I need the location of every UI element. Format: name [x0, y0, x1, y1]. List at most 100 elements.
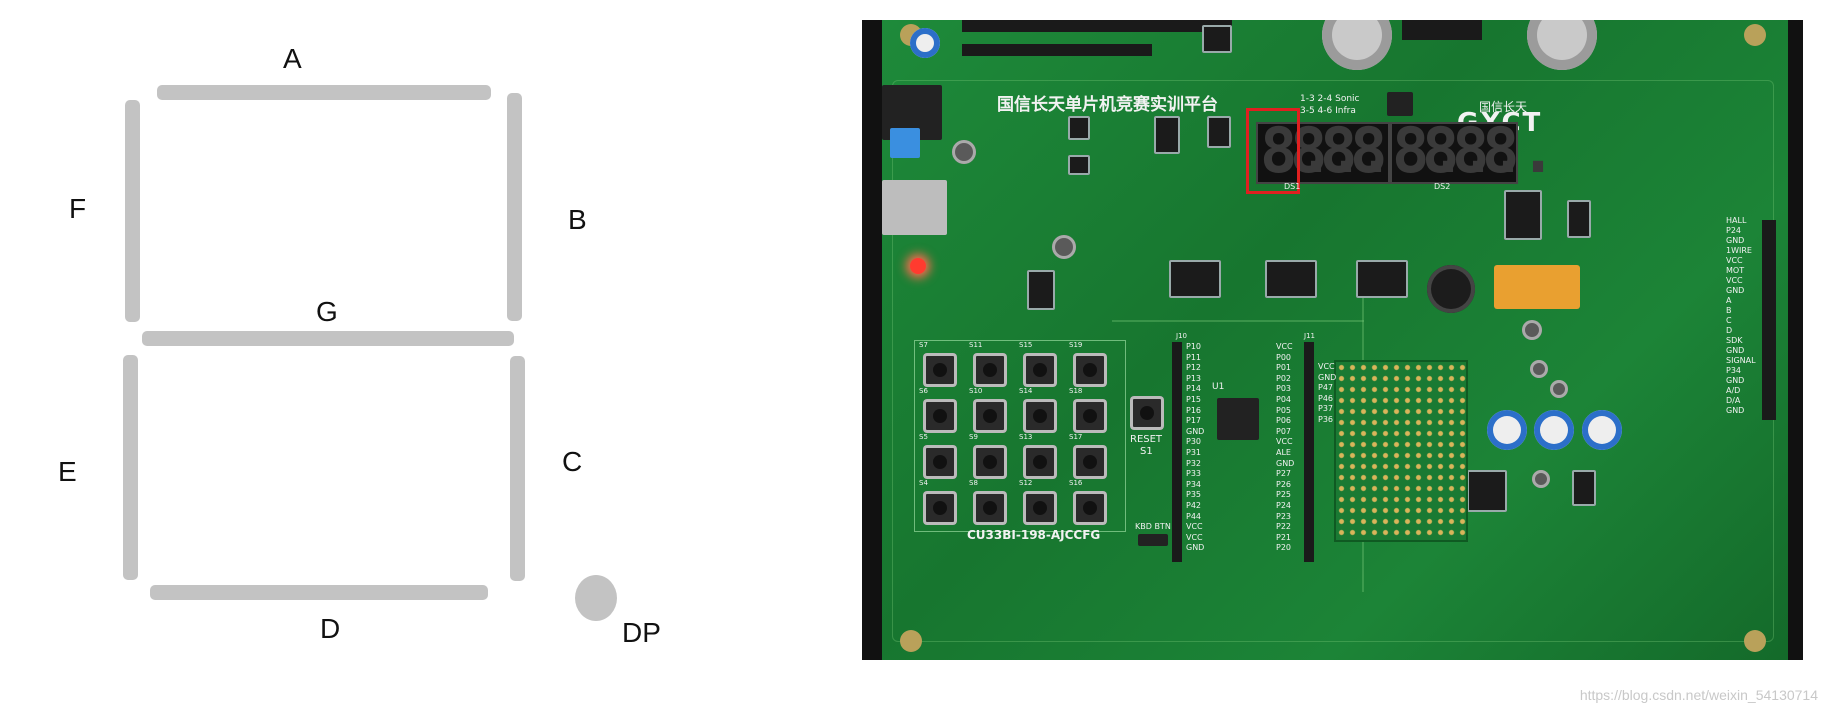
ic-chip [1207, 116, 1231, 148]
potentiometer [1534, 410, 1574, 450]
trace [1112, 320, 1364, 322]
ultrasonic-sensor-right [1527, 20, 1597, 70]
pin-label: GND [1186, 426, 1205, 436]
pin-label: P12 [1186, 363, 1202, 373]
pin-label: P11 [1186, 352, 1202, 362]
segment-d [150, 585, 488, 600]
key [923, 353, 957, 387]
segment-f [125, 100, 140, 322]
key [1023, 445, 1057, 479]
ic-chip [1567, 200, 1591, 238]
pin-label: P46 [1318, 393, 1334, 403]
pin-label: P20 [1276, 543, 1292, 553]
pin-label: P03 [1276, 384, 1292, 394]
header-j10 [1172, 342, 1182, 562]
ic-chip [1265, 260, 1317, 298]
key [923, 445, 957, 479]
label-e: E [58, 456, 77, 487]
header-strip [962, 20, 1232, 32]
pin-label: P06 [1276, 416, 1292, 426]
key-label: S5 [919, 433, 928, 441]
label-c: C [562, 446, 583, 477]
key [1073, 445, 1107, 479]
segment-b [507, 93, 522, 321]
segment-c [510, 356, 525, 581]
pin-label: P37 [1318, 404, 1334, 414]
pin-label: MOT [1726, 266, 1745, 275]
capacitor [1550, 380, 1568, 398]
sonic-note-2: 3-5 4-6 Infra [1300, 106, 1356, 116]
pin-label: P25 [1276, 490, 1292, 500]
j10-label: J10 [1176, 332, 1187, 340]
screw [1744, 630, 1766, 652]
key-label: S17 [1069, 433, 1083, 441]
pin-label: VCC [1186, 532, 1203, 542]
key [1023, 399, 1057, 433]
key-label: S9 [969, 433, 978, 441]
watermark: https://blog.csdn.net/weixin_54130714 [1579, 687, 1818, 703]
key-label: S10 [969, 387, 983, 395]
pin-label: VCC [1318, 362, 1335, 371]
pin-label: P23 [1276, 511, 1292, 521]
pin-label: D [1726, 326, 1733, 335]
pin-label: D/A [1726, 396, 1741, 405]
pin-label: P47 [1318, 383, 1334, 393]
pin-label: P21 [1276, 532, 1292, 542]
label-d: D [320, 613, 341, 644]
capacitor [1530, 360, 1548, 378]
pin-label: 1WIRE [1726, 246, 1752, 255]
header-strip [1402, 20, 1482, 40]
pin-label: SIGNAL [1726, 356, 1756, 365]
key [1073, 399, 1107, 433]
pin-label: B [1726, 306, 1732, 315]
reset-label: RESET [1130, 434, 1163, 445]
pin-label: P33 [1186, 469, 1202, 479]
label-a: A [283, 43, 302, 74]
key [923, 491, 957, 525]
pin-label: GND [1726, 406, 1745, 415]
pin-label: GND [1726, 286, 1745, 295]
kbd-btn-label: KBD BTN [1135, 522, 1171, 531]
ic-chip [1068, 155, 1090, 175]
seven-segment-display-ds1: 8. 8. 8. 8. [1256, 120, 1425, 184]
key-label: S16 [1069, 479, 1083, 487]
pin-label: P16 [1186, 405, 1202, 415]
ds1-label: DS1 [1284, 182, 1301, 191]
key [973, 445, 1007, 479]
ic-chip [1169, 260, 1221, 298]
board-logo: 国信长天 [1479, 100, 1528, 114]
pin-label: P10 [1186, 342, 1202, 351]
pin-label: P24 [1276, 501, 1292, 510]
pin-label: VCC [1726, 256, 1743, 265]
ic-chip [1068, 116, 1090, 140]
segment-a [157, 85, 491, 100]
potentiometer [1487, 410, 1527, 450]
pin-label: ALE [1276, 448, 1291, 457]
pin-label: GND [1318, 372, 1337, 382]
capacitor [952, 140, 976, 164]
pin-label: A/D [1726, 386, 1741, 395]
prototype-area [1334, 360, 1468, 542]
pin-label: P04 [1276, 395, 1292, 404]
pin-label: P22 [1276, 522, 1292, 532]
pin-label: HALL [1726, 216, 1747, 225]
pin-label: P02 [1276, 373, 1292, 383]
jumper-block [1387, 92, 1413, 116]
label-f: F [69, 193, 87, 224]
pin-label: P34 [1186, 479, 1202, 489]
key [1073, 491, 1107, 525]
pin-label: VCC [1276, 342, 1293, 351]
key-label: S15 [1019, 341, 1033, 349]
pin-label: GND [1726, 236, 1745, 245]
ic-chip [1356, 260, 1408, 298]
ultrasonic-sensor-left [1322, 20, 1392, 70]
reset-sub-label: S1 [1140, 446, 1153, 457]
ic-chip [1504, 190, 1542, 240]
pin-label: P32 [1186, 458, 1202, 468]
sonic-note-1: 1-3 2-4 Sonic [1300, 94, 1360, 104]
model-label: CU33BI-198-AJCCFG [967, 528, 1101, 542]
relay [1494, 265, 1580, 309]
pin-label: P05 [1276, 405, 1292, 415]
segment-e [123, 355, 138, 580]
key-label: S18 [1069, 387, 1083, 395]
